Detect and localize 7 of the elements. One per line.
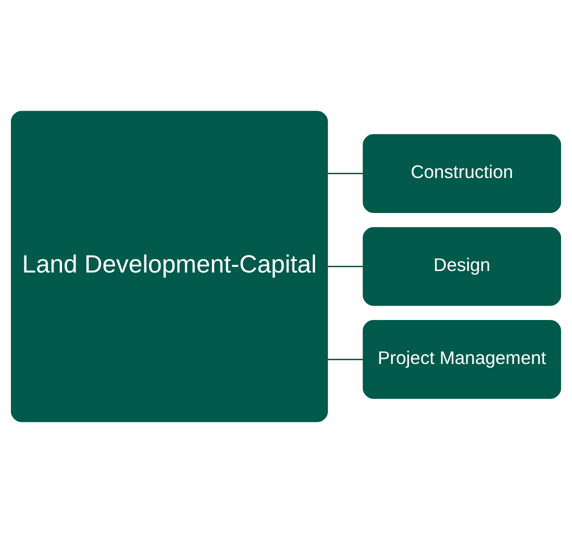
connector <box>328 358 363 360</box>
connector <box>328 172 363 174</box>
node-box: Design <box>362 227 562 306</box>
node-box: Land Development-Capital <box>10 110 328 422</box>
connector <box>328 266 363 268</box>
node-box: Project Management <box>362 320 562 399</box>
node-box: Construction <box>362 134 562 213</box>
